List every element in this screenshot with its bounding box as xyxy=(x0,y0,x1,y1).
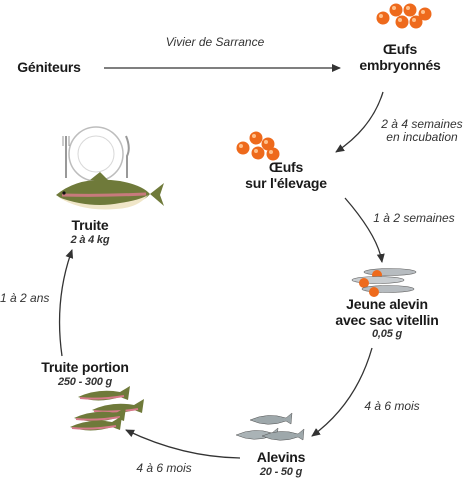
node-oeufs-elevage-line1: Œufs xyxy=(268,159,304,175)
node-oeufs-embryonnes-line1: Œufs xyxy=(382,41,418,57)
node-geniteurs: Géniteurs xyxy=(0,59,98,76)
egg-cluster-icon xyxy=(236,131,280,161)
node-truite-label: Truite xyxy=(71,217,109,233)
node-truite-weight: 2 à 4 kg xyxy=(70,233,110,246)
edge-label-one-two-weeks: 1 à 2 semaines xyxy=(362,211,466,225)
node-oeufs-embryonnes: Œufs embryonnés xyxy=(340,41,460,73)
edge-label-four-six-months-bottom-text: 4 à 6 mois xyxy=(136,461,192,475)
edge-label-incubation: 2 à 4 semaines en incubation xyxy=(372,117,472,145)
node-jeune-alevin-line1: Jeune alevin xyxy=(346,296,428,312)
node-geniteurs-label: Géniteurs xyxy=(17,59,81,75)
arrow-portion-to-truite xyxy=(58,249,74,357)
node-oeufs-elevage-line2: sur l'élevage xyxy=(245,174,327,191)
node-jeune-alevin: Jeune alevin avec sac vitellin 0,05 g xyxy=(310,296,464,341)
fry-icon xyxy=(235,412,305,441)
edge-label-four-six-months-right-text: 4 à 6 mois xyxy=(364,399,420,413)
edge-label-one-two-years-text: 1 à 2 ans xyxy=(0,291,50,305)
arrow-alevins-to-portion xyxy=(125,429,241,459)
node-jeune-alevin-weight: 0,05 g xyxy=(372,328,402,341)
edge-label-one-two-weeks-text: 1 à 2 semaines xyxy=(373,211,455,225)
egg-cluster-icon xyxy=(376,3,432,29)
node-alevins: Alevins 20 - 50 g xyxy=(226,449,336,478)
arrow-incubation xyxy=(335,91,384,153)
edge-label-four-six-months-bottom: 4 à 6 mois xyxy=(124,461,204,475)
larva-icon xyxy=(351,268,417,297)
plate-with-fork-and-knife-icon xyxy=(62,126,130,182)
edge-label-four-six-months-right: 4 à 6 mois xyxy=(352,399,432,413)
node-oeufs-elevage: Œufs sur l'élevage xyxy=(216,159,356,191)
node-alevins-label: Alevins xyxy=(256,449,306,465)
node-truite-portion: Truite portion 250 - 300 g xyxy=(20,359,150,388)
edge-label-incubation-line1: 2 à 4 semaines xyxy=(381,117,463,131)
node-truite-portion-weight: 250 - 300 g xyxy=(57,375,113,388)
node-truite: Truite 2 à 4 kg xyxy=(50,217,130,246)
arrow-alevin-to-alevins xyxy=(311,347,373,437)
node-truite-portion-label: Truite portion xyxy=(41,359,129,375)
trout-icon xyxy=(56,172,164,210)
edge-label-vivier: Vivier de Sarrance xyxy=(140,35,290,49)
edge-label-one-two-years: 1 à 2 ans xyxy=(0,291,52,305)
node-oeufs-embryonnes-line2: embryonnés xyxy=(359,56,441,73)
edge-label-vivier-text: Vivier de Sarrance xyxy=(165,35,265,49)
edge-label-incubation-line2: en incubation xyxy=(386,130,458,145)
trout-icon xyxy=(70,386,144,431)
node-alevins-weight: 20 - 50 g xyxy=(259,465,303,478)
node-jeune-alevin-line2: avec sac vitellin xyxy=(335,311,439,328)
arrow-elevage-to-alevin xyxy=(344,197,385,263)
